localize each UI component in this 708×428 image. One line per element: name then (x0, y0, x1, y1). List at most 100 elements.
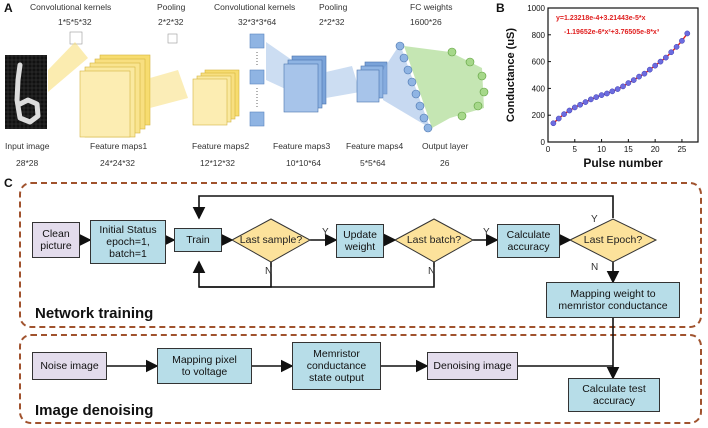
data-point (657, 58, 664, 65)
last-epoch-label: Last Epoch? (583, 234, 643, 246)
data-point (604, 90, 610, 97)
data-point (620, 83, 626, 90)
mapping-pixel-box: Mapping pixel to voltage (157, 348, 252, 384)
last-sample-diamond (230, 218, 312, 263)
data-point (625, 80, 632, 86)
panel-a-letter: A (4, 1, 13, 15)
fm2-label: Feature maps2 (192, 141, 250, 151)
fm3-label: Feature maps3 (273, 141, 331, 151)
data-point (673, 44, 680, 50)
data-point (566, 107, 573, 114)
x-tick-label: 0 (546, 145, 551, 154)
input-digit-image (5, 55, 47, 129)
data-point (577, 101, 583, 108)
feature-maps2-stack (192, 69, 240, 126)
data-point (582, 99, 589, 105)
network-training-title: Network training (35, 305, 154, 322)
y-tick-label: 600 (532, 58, 546, 67)
calculate-accuracy-box: Calculate accuracy (497, 224, 560, 258)
y-tick-label: 400 (532, 84, 546, 93)
data-point (593, 94, 600, 100)
x-tick-label: 5 (573, 145, 578, 154)
data-point (646, 66, 653, 73)
data-point (588, 96, 594, 103)
noise-image-box: Noise image (32, 352, 107, 380)
fm4-dims: 5*5*64 (360, 158, 386, 168)
train-box: Train (174, 228, 222, 252)
calculate-test-accuracy-box: Calculate test accuracy (568, 378, 660, 412)
input-dims: 28*28 (16, 158, 39, 168)
data-point (641, 70, 648, 77)
last-batch-diamond (393, 218, 475, 263)
y-tick-label: 1000 (527, 4, 545, 13)
x-axis-label: Pulse number (583, 156, 663, 170)
conv2-kernels (249, 33, 265, 127)
data-point (614, 86, 621, 92)
y-tick-label: 200 (532, 111, 546, 120)
data-point (598, 92, 605, 98)
data-point (550, 120, 557, 127)
no-label-3: N (591, 262, 599, 273)
yes-label-2: Y (483, 227, 490, 238)
image-denoising-title: Image denoising (35, 402, 154, 419)
yes-label-3: Y (591, 214, 598, 225)
fit-equation-line2: -1.19652e-6*x²+3.76505e-8*x³ (564, 29, 660, 36)
conv1-dims: 1*5*5*32 (58, 17, 92, 27)
feature-maps3-stack (283, 55, 327, 113)
plot-frame (547, 7, 699, 143)
fc-dims: 1600*26 (410, 17, 442, 27)
data-point (609, 88, 616, 95)
feature-maps1-stack (79, 54, 151, 138)
last-sample-label: Last sample? (239, 234, 303, 246)
fc-label: FC weights (410, 2, 453, 12)
no-label-2: N (428, 266, 436, 277)
fm1-label: Feature maps1 (90, 141, 148, 151)
data-point (571, 104, 578, 111)
cnn-architecture-drawing (5, 31, 489, 138)
data-point (636, 73, 642, 80)
fm4-label: Feature maps4 (346, 141, 404, 151)
mapping-weight-box: Mapping weight to memristor conductance (546, 282, 680, 318)
network-training-section (19, 182, 702, 328)
x-tick-label: 15 (624, 145, 633, 154)
update-weight-box: Update weight (336, 224, 384, 258)
panel-b-letter: B (496, 1, 505, 15)
data-point (668, 49, 675, 56)
image-denoising-section (19, 334, 702, 424)
initial-status-box: Initial Status epoch=1, batch=1 (90, 220, 166, 264)
last-epoch-diamond (568, 218, 658, 263)
x-tick-label: 10 (597, 145, 606, 154)
last-batch-label: Last batch? (406, 234, 462, 246)
fm2-dims: 12*12*32 (200, 158, 235, 168)
data-point (652, 62, 658, 69)
memristor-state-box: Memristor conductance state output (292, 342, 381, 390)
x-tick-label: 20 (651, 145, 660, 154)
panel-c-letter: C (4, 176, 13, 190)
pool2-dims: 2*2*32 (319, 17, 345, 27)
y-axis-label: Conductance (uS) (505, 28, 517, 122)
y-tick-label: 800 (532, 31, 546, 40)
clean-picture-box: Clean picture (32, 222, 80, 258)
denoising-image-box: Denoising image (427, 352, 518, 380)
output-label: Output layer (422, 141, 469, 151)
x-tick-label: 25 (677, 145, 686, 154)
pool1-label: Pooling (157, 2, 186, 12)
feature-maps4-stack (356, 61, 388, 103)
output-dims: 26 (440, 158, 450, 168)
conv1-label: Convolutional kernels (30, 2, 112, 12)
conv2-label: Convolutional kernels (214, 2, 296, 12)
no-label-1: N (265, 266, 273, 277)
data-point (555, 115, 562, 122)
data-point (679, 37, 685, 44)
yes-label-1: Y (322, 227, 329, 238)
output-neurons (447, 47, 489, 121)
input-label: Input image (5, 141, 50, 151)
data-point (561, 111, 567, 117)
fit-equation-line1: y=1.23218e-4+3.21443e-5*x (556, 15, 646, 22)
fc-neurons (395, 41, 433, 133)
pool2-label: Pooling (319, 2, 348, 12)
data-point (684, 30, 691, 37)
pool1-dims: 2*2*32 (158, 17, 184, 27)
